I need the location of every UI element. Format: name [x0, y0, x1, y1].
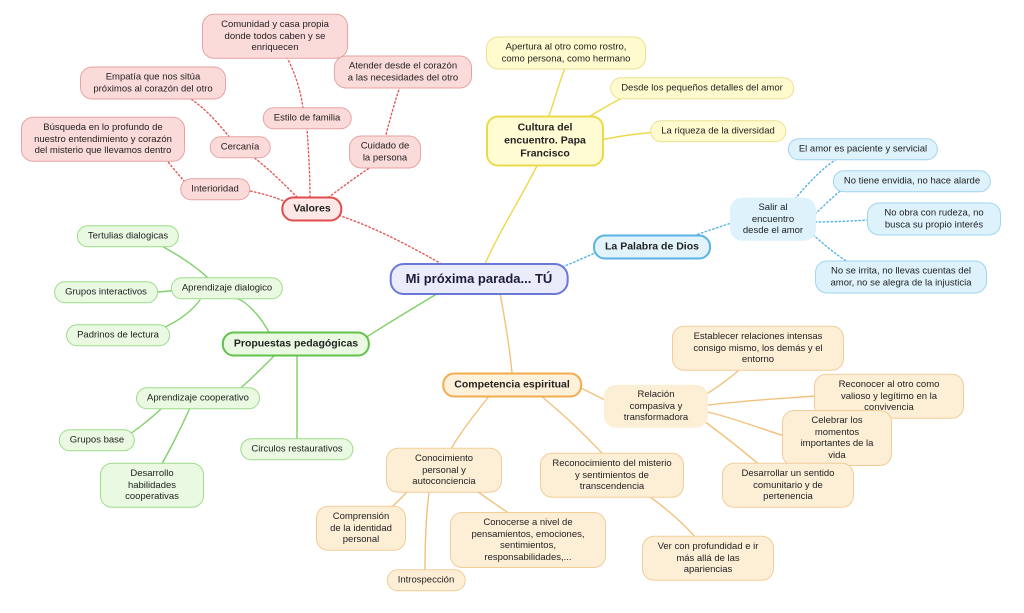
link-center-competencia	[499, 292, 513, 374]
node-interioridad[interactable]: Interioridad	[180, 178, 250, 200]
node-introspeccion[interactable]: Introspección	[386, 569, 466, 591]
topic-competencia-espiritual[interactable]: Competencia espiritual	[442, 372, 582, 398]
node-grupos-interactivos[interactable]: Grupos interactivos	[54, 281, 158, 303]
node-atender[interactable]: Atender desde el corazón a las necesidad…	[334, 55, 472, 89]
node-conocerse[interactable]: Conocerse a nivel de pensamientos, emoci…	[450, 512, 606, 568]
node-circulos-restaurativos[interactable]: Circulos restaurativos	[240, 438, 354, 460]
node-aprendizaje-cooperativo[interactable]: Aprendizaje cooperativo	[136, 387, 260, 409]
topic-cultura-encuentro[interactable]: Cultura del encuentro. Papa Francisco	[486, 115, 604, 167]
node-conocimiento-personal[interactable]: Conocimiento personal y autoconciencia	[386, 447, 502, 493]
link-valores-cuidado	[324, 164, 376, 201]
node-amor-paciente[interactable]: El amor es paciente y servicial	[787, 138, 939, 160]
node-detalles-amor[interactable]: Desde los pequeños detalles del amor	[610, 77, 794, 99]
link-salir-rudeza	[814, 219, 869, 223]
topic-propuestas-pedagogicas[interactable]: Propuestas pedagógicas	[221, 331, 371, 357]
link-salir-paciente	[789, 151, 851, 206]
link-salir-envidia	[814, 183, 851, 215]
node-busqueda[interactable]: Búsqueda en lo profundo de nuestro enten…	[21, 116, 185, 162]
link-relacion-reconocer	[707, 395, 816, 406]
node-comunidad[interactable]: Comunidad y casa propia donde todos cabe…	[202, 13, 348, 59]
node-establecer-relaciones[interactable]: Establecer relaciones intensas consigo m…	[672, 325, 844, 371]
node-riqueza-diversidad[interactable]: La riqueza de la diversidad	[650, 120, 786, 142]
node-cuidado[interactable]: Cuidado de la persona	[349, 135, 421, 169]
link-valores-estilo	[306, 127, 311, 198]
node-tertulias[interactable]: Tertulias dialogicas	[76, 225, 180, 247]
node-aprendizaje-dialogico[interactable]: Aprendizaje dialogico	[170, 277, 284, 299]
topic-valores[interactable]: Valores	[281, 196, 343, 222]
topic-palabra-dios[interactable]: La Palabra de Dios	[593, 234, 711, 260]
link-center-cultura	[484, 159, 541, 265]
node-apertura[interactable]: Apertura al otro como rostro, como perso…	[486, 36, 646, 70]
center-topic[interactable]: Mi próxima parada... TÚ	[389, 263, 569, 295]
node-habilidades-cooperativas[interactable]: Desarrollo habilidades cooperativas	[100, 462, 204, 508]
node-empatia[interactable]: Empatía que nos sitúa próximos al corazó…	[80, 66, 226, 100]
link-center-valores	[312, 208, 446, 267]
link-cuidado-atender	[384, 86, 401, 139]
node-padrinos-lectura[interactable]: Padrinos de lectura	[66, 324, 170, 346]
node-salir-encuentro[interactable]: Salir al encuentro desde el amor	[730, 197, 816, 241]
link-propuestas-dialogico	[234, 297, 271, 335]
node-no-irrita[interactable]: No se irrita, no llevas cuentas del amor…	[815, 260, 987, 294]
node-celebrar-momentos[interactable]: Celebrar los momentos importantes de la …	[782, 410, 892, 466]
node-no-envidia[interactable]: No tiene envidia, no hace alarde	[832, 170, 992, 192]
node-relacion-compasiva[interactable]: Relación compasiva y transformadora	[604, 384, 708, 428]
node-reconocimiento-misterio[interactable]: Reconocimiento del misterio y sentimient…	[540, 452, 684, 498]
node-sentido-comunitario[interactable]: Desarrollar un sentido comunitario y de …	[722, 462, 854, 508]
node-comprension-identidad[interactable]: Comprensión de la identidad personal	[316, 505, 406, 551]
node-ver-profundidad[interactable]: Ver con profundidad e ir más allá de las…	[642, 535, 774, 581]
link-competencia-conocimiento	[447, 394, 491, 456]
node-grupos-base[interactable]: Grupos base	[58, 429, 136, 451]
link-estilo-comunidad	[281, 49, 304, 109]
node-cercania[interactable]: Cercanía	[209, 136, 271, 158]
node-no-rudeza[interactable]: No obra con rudeza, no busca su propio i…	[867, 202, 1001, 236]
node-estilo-familia[interactable]: Estilo de familia	[262, 107, 352, 129]
link-relacion-celebrar	[707, 411, 786, 437]
link-center-propuestas	[361, 291, 441, 341]
link-conocimiento-introspeccion	[424, 484, 431, 576]
